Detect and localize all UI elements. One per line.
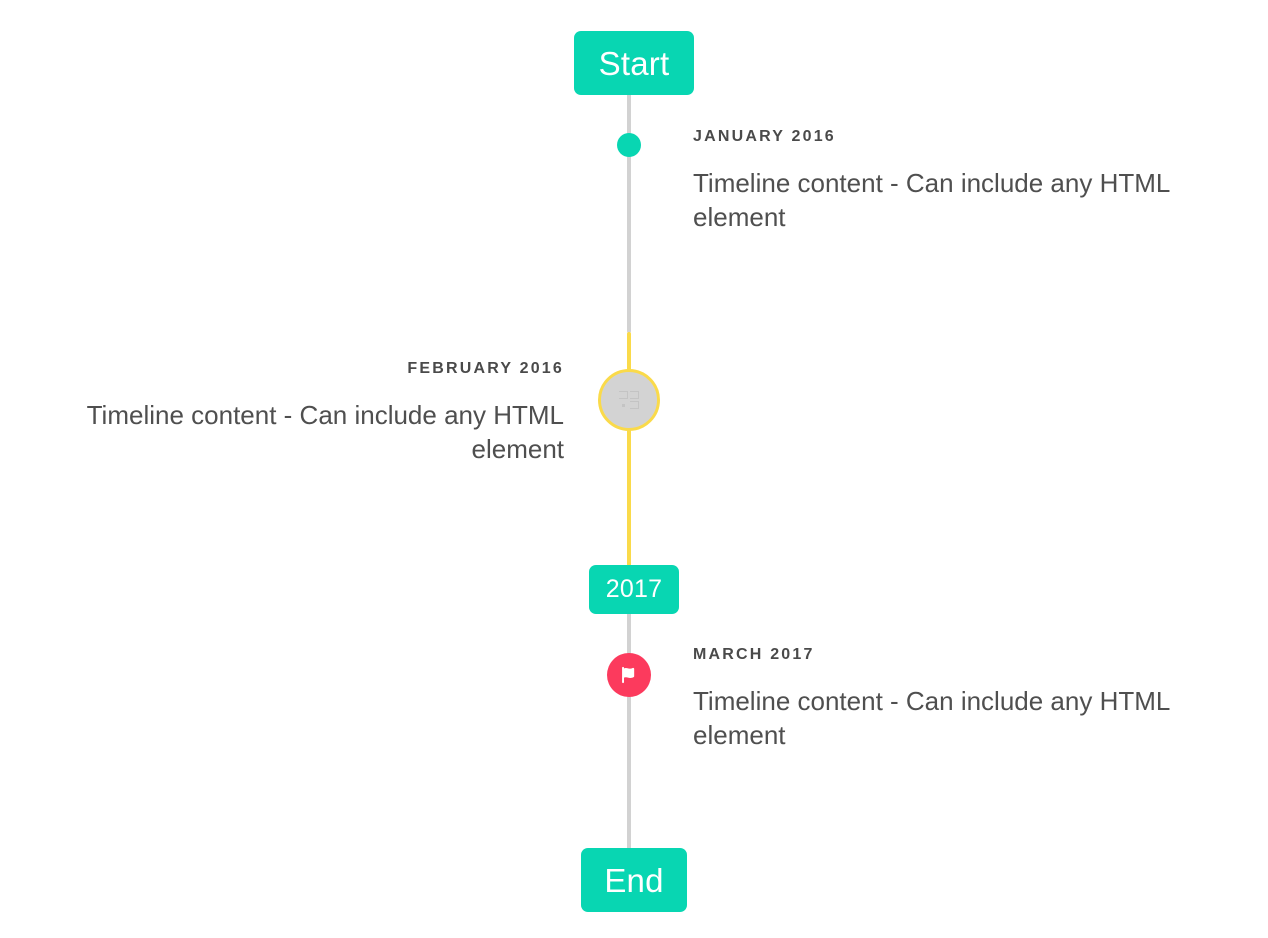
timeline-event-date: January 2016 (693, 128, 836, 145)
timeline-event-body: Timeline content - Can include any HTML … (693, 167, 1170, 233)
timeline-event-date: March 2017 (693, 646, 815, 663)
timeline-rail-segment-highlight (627, 332, 631, 568)
timeline-start-badge[interactable]: Start (574, 31, 694, 95)
timeline-event-content: February 2016 Timeline content - Can inc… (34, 360, 564, 467)
broken-glyph-icon (619, 391, 639, 409)
timeline-event-content: March 2017 Timeline content - Can includ… (693, 646, 1223, 753)
timeline-event-date: February 2016 (407, 360, 564, 377)
dot-marker[interactable] (617, 133, 641, 157)
timeline-rail-segment-top (627, 92, 631, 333)
flag-icon[interactable] (607, 653, 651, 697)
timeline-end-badge[interactable]: End (581, 848, 687, 912)
timeline-event-body: Timeline content - Can include any HTML … (693, 685, 1170, 751)
broken-image-icon[interactable] (598, 369, 660, 431)
timeline-year-badge[interactable]: 2017 (589, 565, 679, 614)
timeline-event-content: January 2016 Timeline content - Can incl… (693, 128, 1223, 235)
timeline-rail-segment-bottom (627, 608, 631, 855)
timeline-event-body: Timeline content - Can include any HTML … (86, 399, 564, 465)
